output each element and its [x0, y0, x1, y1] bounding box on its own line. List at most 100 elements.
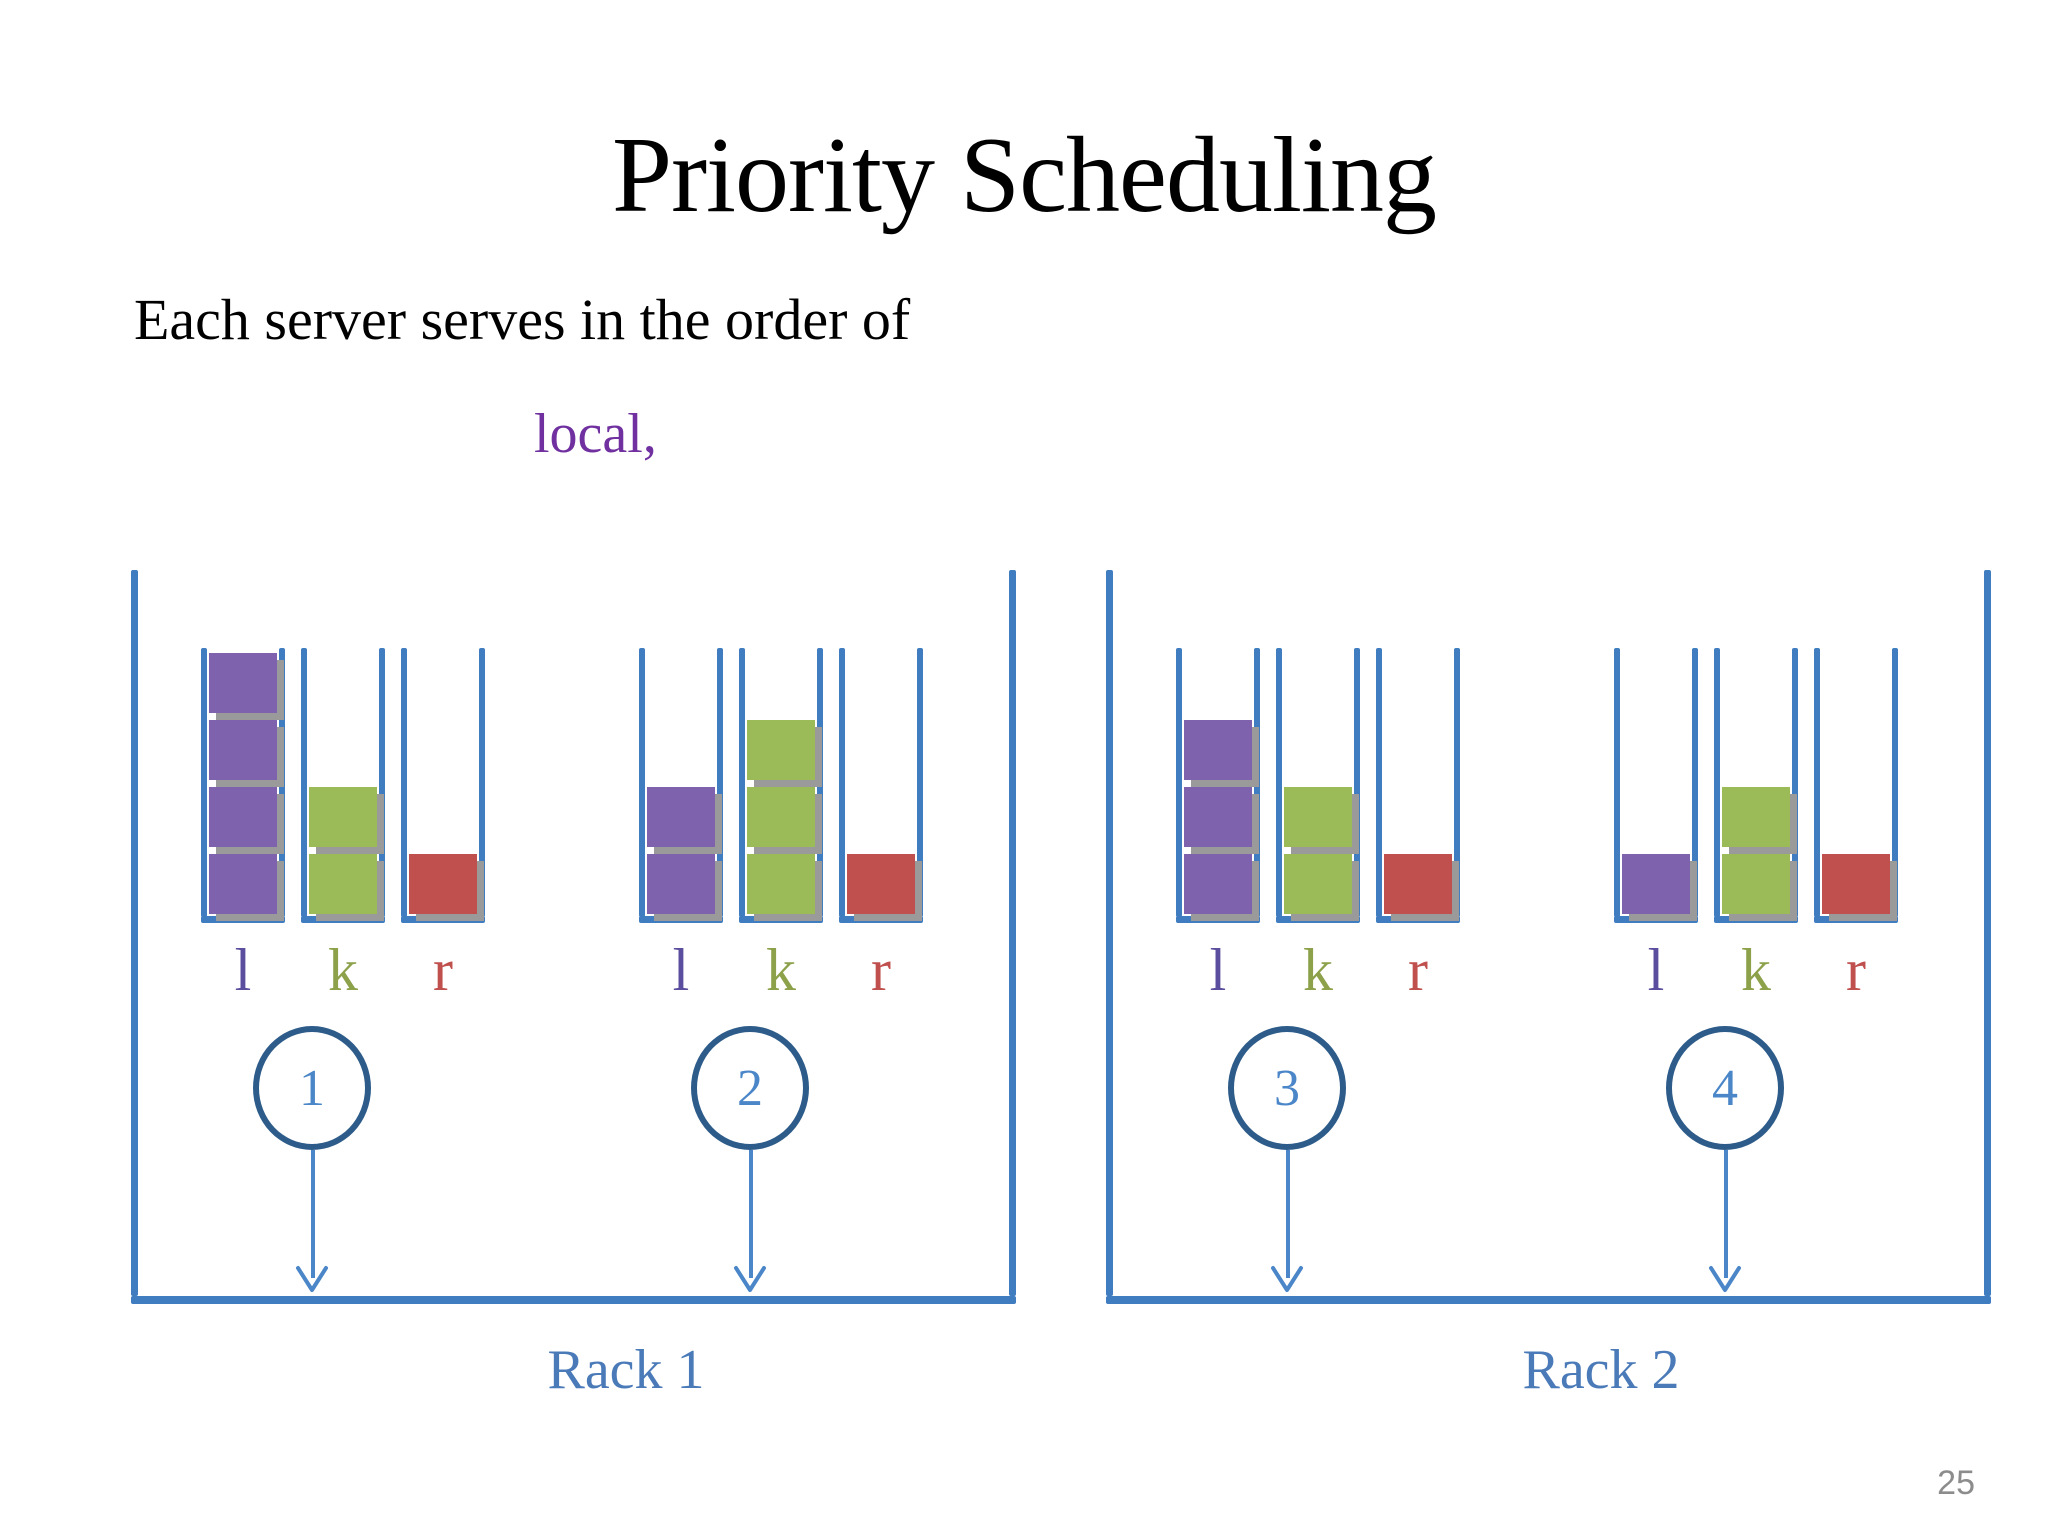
queue-label-r: r [871, 937, 891, 1003]
arrow-shaft [1724, 1150, 1728, 1278]
queue-wall-left [201, 648, 207, 917]
queue-wall-right [917, 648, 923, 917]
job-block-l[interactable] [209, 653, 277, 713]
server-node-1[interactable]: 1 [253, 1026, 373, 1292]
queue-r-server-4[interactable] [1814, 648, 1898, 926]
job-block-l[interactable] [647, 854, 715, 914]
queue-group [639, 648, 957, 926]
queue-l-server-2[interactable] [639, 648, 723, 926]
queue-label-r: r [1846, 937, 1866, 1003]
departure-arrow [296, 1150, 328, 1300]
queue-label-k: k [1741, 937, 1771, 1003]
queue-label-r: r [1408, 937, 1428, 1003]
rack-floor [1106, 1296, 1991, 1304]
queue-floor [739, 916, 823, 923]
queue-wall-left [301, 648, 307, 917]
job-block-k[interactable] [309, 787, 377, 847]
departure-arrow [1709, 1150, 1741, 1300]
rack-wall-left [1106, 570, 1113, 1296]
job-block-k[interactable] [747, 720, 815, 780]
queue-stack [1284, 780, 1352, 914]
server-circle-4[interactable]: 4 [1666, 1026, 1784, 1150]
server-circle-1[interactable]: 1 [253, 1026, 371, 1150]
queue-l-server-3[interactable] [1176, 648, 1260, 926]
queue-floor [1276, 916, 1360, 923]
server-node-4[interactable]: 4 [1666, 1026, 1786, 1292]
job-block-l[interactable] [1184, 787, 1252, 847]
job-block-r[interactable] [409, 854, 477, 914]
queue-label-k: k [1303, 937, 1333, 1003]
queue-r-server-3[interactable] [1376, 648, 1460, 926]
arrow-shaft [749, 1150, 753, 1278]
subtitle-text: Each server serves in the order of [134, 287, 911, 352]
queue-k-server-1[interactable] [301, 648, 385, 926]
job-block-l[interactable] [1184, 720, 1252, 780]
queue-floor [1714, 916, 1798, 923]
queue-stack [1384, 847, 1452, 914]
departure-arrow [1271, 1150, 1303, 1300]
queue-wall-left [1614, 648, 1620, 917]
queue-l-server-1[interactable] [201, 648, 285, 926]
job-block-k[interactable] [747, 854, 815, 914]
server-node-2[interactable]: 2 [691, 1026, 811, 1292]
order-priority-local: local, [534, 403, 657, 465]
job-block-l[interactable] [1184, 854, 1252, 914]
queue-k-server-4[interactable] [1714, 648, 1798, 926]
job-block-k[interactable] [1284, 854, 1352, 914]
server-circle-2[interactable]: 2 [691, 1026, 809, 1150]
queue-group [1614, 648, 1932, 926]
queue-stack [647, 780, 715, 914]
queue-wall-right [1354, 648, 1360, 917]
queue-stack [747, 713, 815, 914]
queue-l-server-4[interactable] [1614, 648, 1698, 926]
server-circle-3[interactable]: 3 [1228, 1026, 1346, 1150]
job-block-r[interactable] [1384, 854, 1452, 914]
queue-stack [209, 646, 277, 914]
queue-k-server-2[interactable] [739, 648, 823, 926]
job-block-k[interactable] [1722, 854, 1790, 914]
queue-floor [839, 916, 923, 923]
queue-floor [1614, 916, 1698, 923]
job-block-r[interactable] [847, 854, 915, 914]
queue-wall-left [739, 648, 745, 917]
queue-floor [401, 916, 485, 923]
queue-r-server-2[interactable] [839, 648, 923, 926]
queue-stack [1822, 847, 1890, 914]
arrow-head-icon [1706, 1262, 1744, 1300]
job-block-k[interactable] [1284, 787, 1352, 847]
queue-floor [1814, 916, 1898, 923]
queue-wall-left [1814, 648, 1820, 917]
queue-label-l: l [234, 937, 252, 1003]
arrow-head-icon [293, 1262, 331, 1300]
queue-wall-left [639, 648, 645, 917]
page-number: 25 [1937, 1464, 1975, 1502]
queue-floor [1376, 916, 1460, 923]
server-node-3[interactable]: 3 [1228, 1026, 1348, 1292]
job-block-l[interactable] [1622, 854, 1690, 914]
job-block-k[interactable] [309, 854, 377, 914]
job-block-l[interactable] [209, 787, 277, 847]
rack-wall-right [1984, 570, 1991, 1296]
queue-k-server-3[interactable] [1276, 648, 1360, 926]
queue-wall-right [1692, 648, 1698, 917]
queue-wall-left [1276, 648, 1282, 917]
rack-caption: Rack 2 [1522, 1339, 1680, 1401]
queue-wall-right [1892, 648, 1898, 917]
queue-wall-right [817, 648, 823, 917]
departure-arrow [734, 1150, 766, 1300]
job-block-r[interactable] [1822, 854, 1890, 914]
job-block-k[interactable] [747, 787, 815, 847]
job-block-l[interactable] [647, 787, 715, 847]
job-block-k[interactable] [1722, 787, 1790, 847]
job-block-l[interactable] [209, 720, 277, 780]
queue-label-l: l [672, 937, 690, 1003]
job-block-l[interactable] [209, 854, 277, 914]
queue-r-server-1[interactable] [401, 648, 485, 926]
